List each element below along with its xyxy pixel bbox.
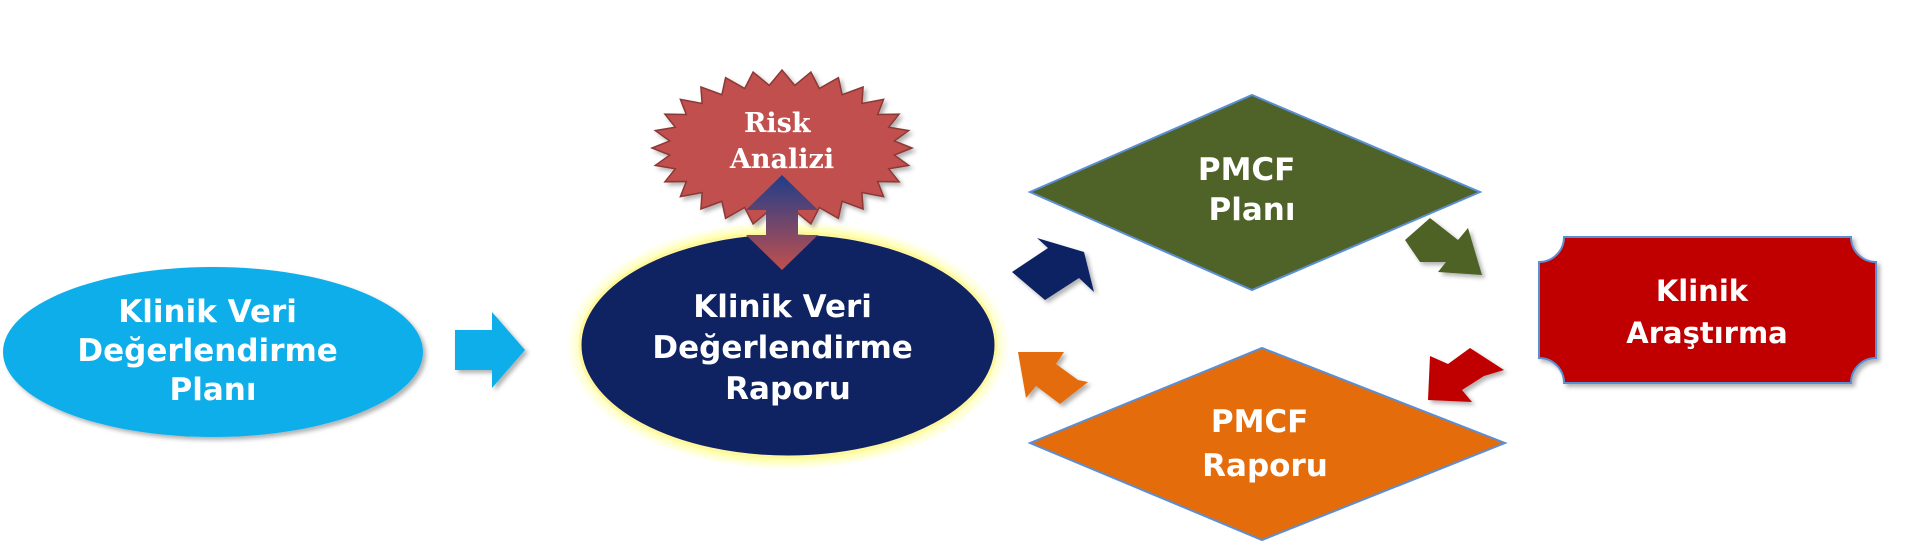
node-label-line: Planı [170,372,257,408]
node-label-line: Araştırma [1626,316,1787,350]
svg-text:Klinik Veri Değerlendirm: Klinik Veri Değerlendirme Raporu [652,289,923,407]
arrow-plan-to-rapor [455,312,525,388]
node-label-line: Analizi [729,144,834,175]
svg-text:Risk Analizi: Risk Analizi [729,108,834,175]
node-label-line: Klinik [1656,274,1749,308]
node-label-line: Planı [1209,192,1296,228]
node-pmcf-plani: PMCF Planı [1027,93,1483,292]
node-shape [1027,346,1508,542]
node-shape [1538,236,1877,384]
node-label-line: Klinik Veri [693,289,872,325]
node-label-line: Değerlendirme [652,330,912,366]
svg-text:PMCF Raporu: PMCF Raporu [1202,404,1328,484]
node-label-line: Değerlendirme [77,333,337,369]
arrow-pmcf-plani-to-arastirma [1405,218,1482,275]
arrow-pmcf-raporu-to-rapor [1018,352,1088,404]
node-label-line: Risk [744,108,812,139]
svg-text:Klinik Veri Değerlendirm: Klinik Veri Değerlendirme Planı [77,294,348,408]
node-label-line: PMCF [1198,152,1296,188]
svg-text:PMCF Planı: PMCF Planı [1198,152,1306,228]
node-label-line: Raporu [1202,448,1328,484]
node-risk-analizi: Risk Analizi [649,68,915,228]
arrow-rapor-to-pmcf-plani [1012,238,1094,300]
node-shape [3,267,423,437]
node-label-line: Raporu [725,371,851,407]
node-klinik-arastirma: Klinik Araştırma [1538,236,1877,384]
node-pmcf-raporu: PMCF Raporu [1027,346,1508,542]
arrow-risk-rapor-link [746,175,818,270]
node-label-line: Klinik Veri [118,294,297,330]
node-klinik-veri-plani: Klinik Veri Değerlendirme Planı [3,267,423,437]
svg-text:Klinik Araştırma: Klinik Araştırma [1626,274,1787,350]
node-shape [649,68,915,228]
arrow-arastirma-to-pmcf-raporu [1428,348,1504,402]
node-klinik-veri-raporu: Klinik Veri Değerlendirme Raporu [566,220,1010,470]
node-label-line: PMCF [1211,404,1309,440]
node-shape [1027,93,1483,292]
